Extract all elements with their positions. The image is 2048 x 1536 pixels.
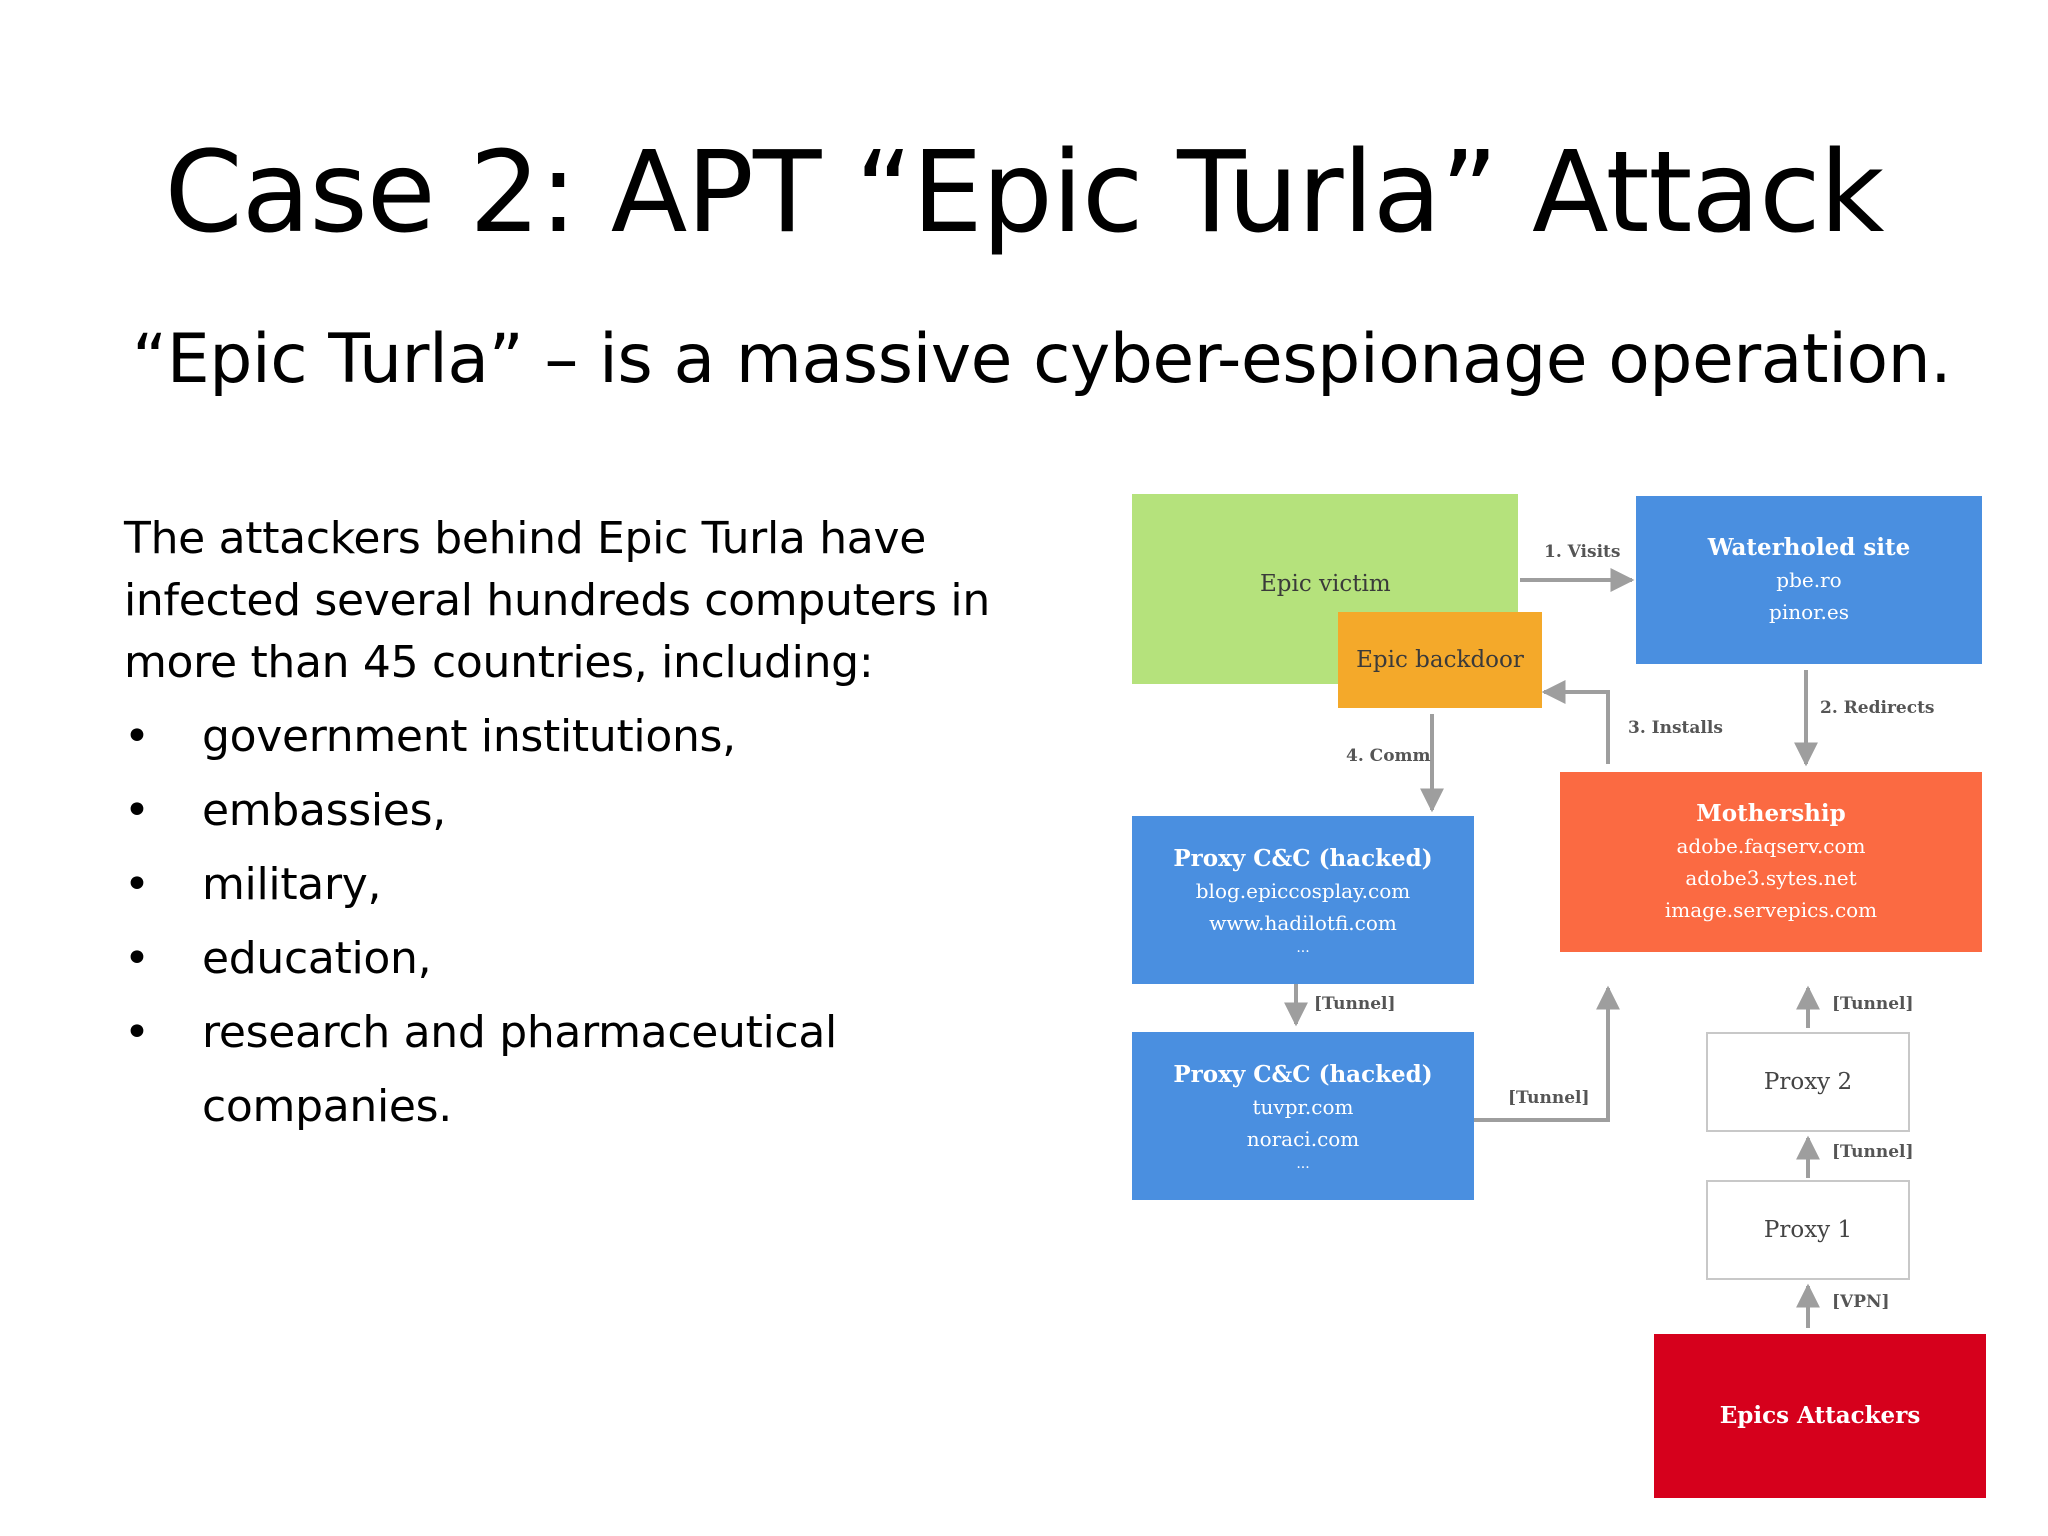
epics-attackers-node: Epics Attackers: [1654, 1334, 1986, 1498]
node-line: pinor.es: [1769, 600, 1849, 624]
bullet-icon: •: [124, 785, 150, 836]
node-line: noraci.com: [1246, 1127, 1360, 1151]
visits-label: 1. Visits: [1544, 542, 1621, 562]
bullet-icon: •: [124, 711, 150, 762]
node-title: Proxy C&C (hacked): [1173, 1061, 1433, 1088]
epic-backdoor-node: Epic backdoor: [1338, 612, 1542, 708]
installs-label: 3. Installs: [1628, 718, 1723, 738]
list-item: • education,: [124, 922, 1084, 996]
proxy-cc-2-node: Proxy C&C (hacked) tuvpr.com noraci.com …: [1132, 1032, 1474, 1200]
node-title: Epic victim: [1260, 571, 1391, 597]
diagram-connectors: [1284, 568, 1820, 1328]
tunnel-label: [Tunnel]: [1832, 994, 1914, 1014]
list-item: • embassies,: [124, 774, 1084, 848]
tunnel-label: [Tunnel]: [1508, 1088, 1590, 1108]
installs-arrow: [1541, 680, 1610, 764]
list-item-text: embassies,: [202, 785, 446, 836]
node-title: Epics Attackers: [1719, 1402, 1921, 1429]
node-line: ...: [1296, 1156, 1310, 1172]
node-title: Proxy C&C (hacked): [1173, 845, 1433, 872]
list-item: • military,: [124, 848, 1084, 922]
bullet-icon: •: [124, 1007, 150, 1058]
redirects-label: 2. Redirects: [1820, 698, 1935, 718]
slide-subtitle: “Epic Turla” – is a massive cyber-espion…: [132, 320, 1952, 399]
node-line: blog.epiccosplay.com: [1195, 879, 1411, 903]
intro-paragraph: The attackers behind Epic Turla have inf…: [124, 513, 990, 688]
node-title: Proxy 2: [1763, 1069, 1853, 1095]
waterholed-site-node: Waterholed site pbe.ro pinor.es: [1636, 496, 1982, 664]
node-title: Mothership: [1696, 800, 1846, 827]
tunnel-label: [Tunnel]: [1832, 1142, 1914, 1162]
target-list: • government institutions, • embassies, • m…: [124, 700, 1084, 1144]
tunnel-arrow-mothership: [1474, 985, 1620, 1122]
list-item-text: government institutions,: [202, 711, 736, 762]
node-title: Waterholed site: [1707, 534, 1911, 561]
proxy-2-node: Proxy 2: [1706, 1032, 1910, 1132]
tunnel-label: [Tunnel]: [1314, 994, 1396, 1014]
slide-title: Case 2: APT “Epic Turla” Attack: [164, 128, 1885, 258]
attack-flow-diagram: Epic victim Epic backdoor Waterholed sit…: [1120, 488, 2000, 1504]
vpn-label: [VPN]: [1832, 1292, 1890, 1312]
node-title: Epic backdoor: [1356, 647, 1524, 673]
node-line: pbe.ro: [1776, 568, 1842, 592]
node-line: ...: [1296, 940, 1310, 956]
node-line: adobe3.sytes.net: [1685, 866, 1857, 890]
node-line: tuvpr.com: [1252, 1095, 1354, 1119]
proxy-cc-1-node: Proxy C&C (hacked) blog.epiccosplay.com …: [1132, 816, 1474, 984]
list-item: • research and pharmaceutical companies.: [124, 996, 1084, 1144]
node-line: image.servepics.com: [1664, 898, 1878, 922]
list-item: • government institutions,: [124, 700, 1084, 774]
comm-label: 4. Comm: [1346, 746, 1431, 766]
node-title: Proxy 1: [1763, 1217, 1853, 1243]
list-item-text: military,: [202, 859, 382, 910]
bullet-icon: •: [124, 859, 150, 910]
mothership-node: Mothership adobe.faqserv.com adobe3.syte…: [1560, 772, 1982, 952]
list-item-text: research and pharmaceutical companies.: [202, 1007, 837, 1132]
proxy-1-node: Proxy 1: [1706, 1180, 1910, 1280]
node-line: adobe.faqserv.com: [1676, 834, 1866, 858]
bullet-icon: •: [124, 933, 150, 984]
node-line: www.hadilotfi.com: [1209, 911, 1397, 935]
list-item-text: education,: [202, 933, 432, 984]
